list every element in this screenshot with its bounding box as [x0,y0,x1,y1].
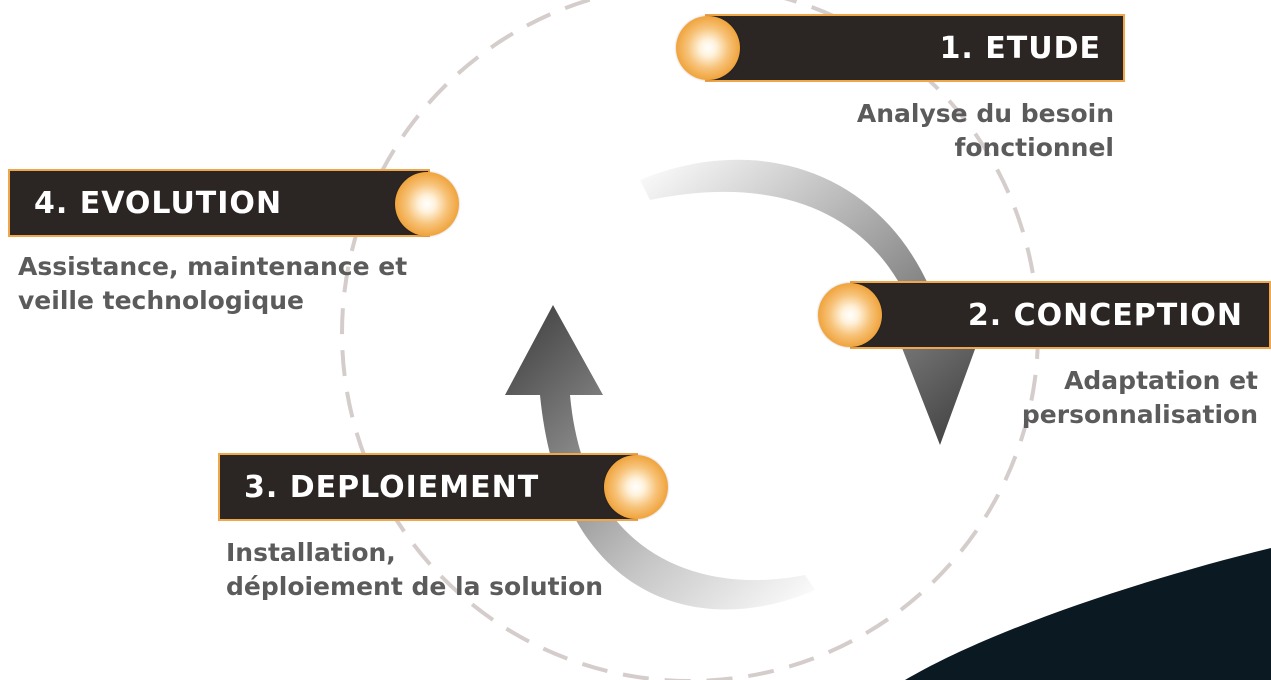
step-4-description-line-2: veille technologique [18,286,304,315]
step-3-description: Installation, déploiement de la solution [226,536,603,604]
step-3-orb-icon [604,455,668,519]
step-4-title: 4. EVOLUTION [34,185,283,221]
step-1-description-line-1: Analyse du besoin [856,99,1114,128]
step-3-description-line-2: déploiement de la solution [226,572,604,601]
step-4-title-bar: 4. EVOLUTION [8,169,430,237]
corner-shape [905,548,1271,680]
step-2-title-bar: 2. CONCEPTION [850,281,1271,349]
step-2-title: 2. CONCEPTION [967,297,1243,333]
step-2-description-line-2: personnalisation [1021,400,1258,429]
step-1-title-bar: 1. ETUDE [705,14,1125,82]
step-3-title-bar: 3. DEPLOIEMENT [218,453,638,521]
step-1-orb-icon [676,16,740,80]
step-4-description: Assistance, maintenance et veille techno… [18,250,407,318]
step-1-title: 1. ETUDE [939,30,1101,66]
step-3-title: 3. DEPLOIEMENT [244,469,540,505]
curved-arrow-up [505,305,815,610]
step-2-orb-icon [818,283,882,347]
step-4-orb-icon [395,172,459,236]
step-3-description-line-1: Installation, [226,538,396,567]
step-2-description-line-1: Adaptation et [1064,366,1258,395]
step-1-description: Analyse du besoin fonctionnel [838,97,1114,165]
step-1-description-line-2: fonctionnel [954,133,1115,162]
step-2-description: Adaptation et personnalisation [990,364,1258,432]
step-4-description-line-1: Assistance, maintenance et [18,252,408,281]
